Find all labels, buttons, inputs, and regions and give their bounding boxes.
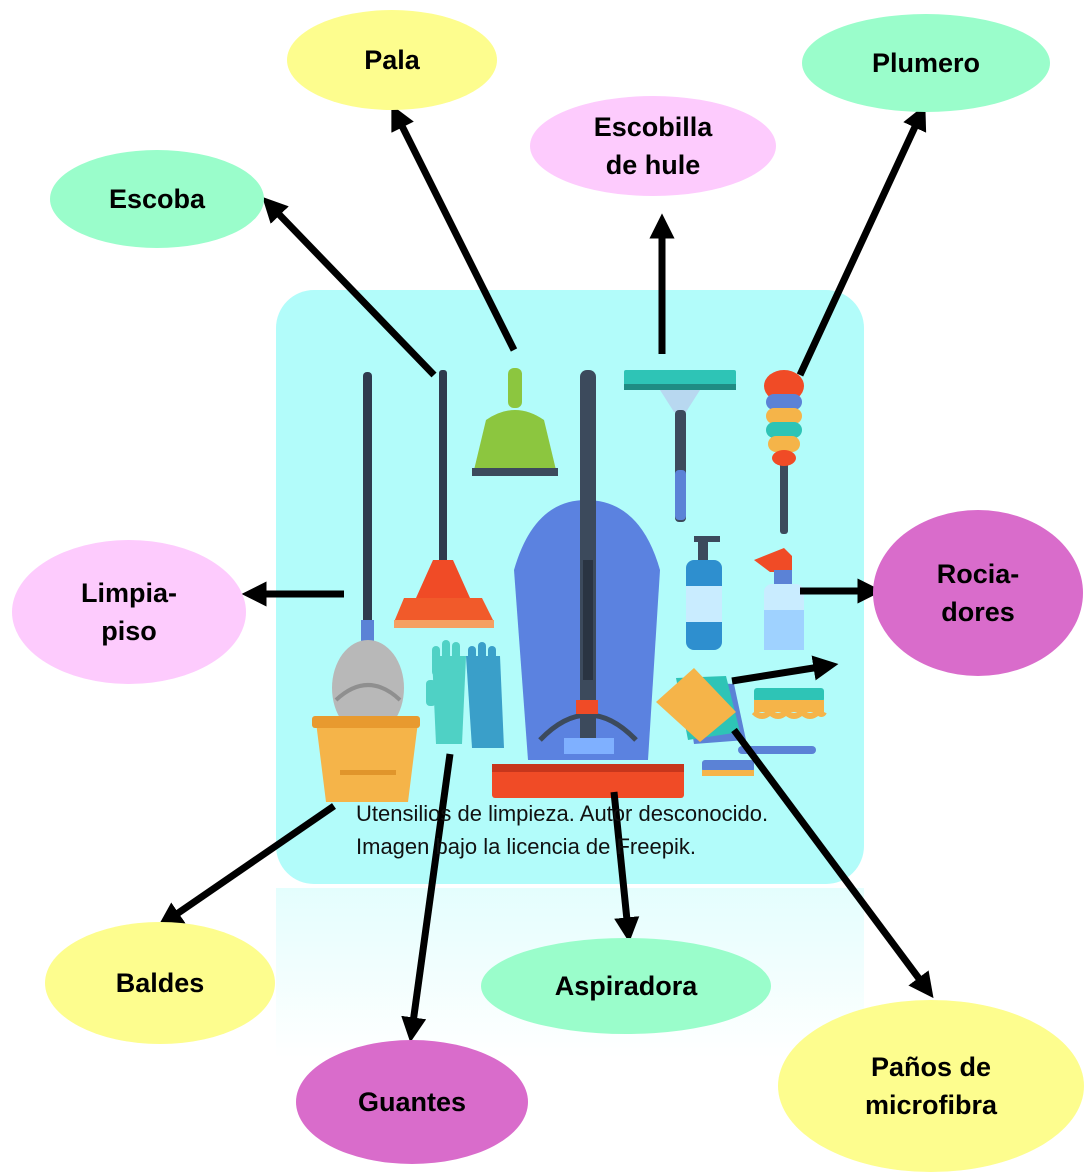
- caption-line-2: Imagen bajo la licencia de Freepik.: [356, 834, 696, 859]
- hand-brush-icon: [702, 746, 816, 776]
- image-caption: Utensilios de limpieza. Autor desconocid…: [356, 797, 856, 863]
- label-rociadores: Rocia- dores: [873, 510, 1083, 676]
- label-baldes: Baldes: [45, 922, 275, 1044]
- arrow-plumero: [796, 104, 927, 377]
- arrow-escoba: [262, 196, 437, 378]
- label-panos-de-microfibra: Paños de microfibra: [778, 1000, 1084, 1172]
- arrow-baldes: [157, 803, 336, 928]
- bottle-icon: [686, 536, 722, 650]
- bucket-icon: [312, 716, 420, 802]
- spray-bottle-icon: [754, 548, 804, 650]
- label-escobilla-de-hule: Escobilla de hule: [530, 96, 776, 196]
- arrow-guantes: [401, 753, 454, 1043]
- arrow-panos-short: [731, 655, 839, 685]
- arrow-pala: [391, 104, 518, 352]
- label-pala: Pala: [287, 10, 497, 110]
- arrows: [157, 104, 934, 1043]
- vacuum-icon: [492, 370, 684, 798]
- label-limpiapiso: Limpia- piso: [12, 540, 246, 684]
- scrub-brush-icon: [751, 688, 827, 719]
- mop-icon: [332, 372, 404, 736]
- arrow-aspiradora: [610, 791, 640, 943]
- squeegee-icon: [624, 370, 736, 522]
- arrow-panos: [731, 727, 934, 999]
- gloves-icon: [426, 640, 504, 748]
- label-plumero: Plumero: [802, 14, 1050, 112]
- caption-line-1: Utensilios de limpieza. Autor desconocid…: [356, 801, 769, 826]
- label-aspiradora: Aspiradora: [481, 938, 771, 1034]
- feather-duster-icon: [764, 370, 804, 534]
- label-guantes: Guantes: [296, 1040, 528, 1164]
- label-escoba: Escoba: [50, 150, 264, 248]
- dustpan-icon: [472, 368, 558, 476]
- broom-icon: [394, 370, 494, 628]
- microfiber-cloths-icon: [656, 668, 746, 744]
